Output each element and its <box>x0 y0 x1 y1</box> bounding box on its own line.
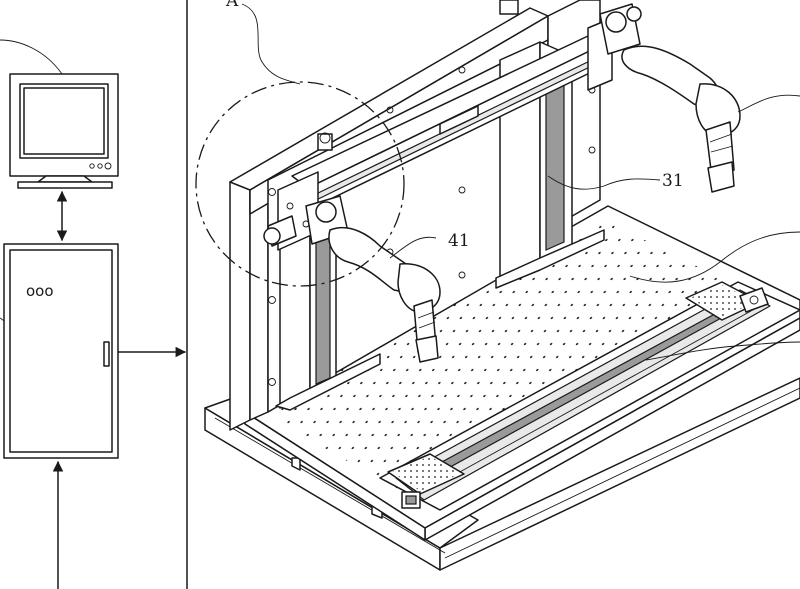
robot-arm-left <box>263 195 441 363</box>
robot-arm-right <box>599 3 741 193</box>
machine-drawing: A 31 41 <box>195 0 800 571</box>
leader-arm-right <box>737 94 800 113</box>
label-detail-a: A <box>225 0 239 11</box>
leader-table <box>629 231 800 283</box>
leader-41 <box>389 236 437 259</box>
control-cabinet-icon: ooo <box>3 243 119 459</box>
block-diagram: ooo <box>0 39 187 589</box>
linear-rail-module <box>379 281 800 511</box>
label-column-31: 31 <box>662 171 684 191</box>
monitor-leader <box>0 39 63 75</box>
label-arm-41: 41 <box>448 231 470 251</box>
leader-rail <box>645 341 800 361</box>
leader-a <box>241 3 301 85</box>
cabinet-indicator-lights: ooo <box>26 282 54 300</box>
monitor-icon <box>9 73 119 189</box>
work-table <box>244 205 800 541</box>
leader-31 <box>547 175 661 190</box>
cross-beam <box>277 17 613 251</box>
detail-circle-a <box>195 81 405 287</box>
